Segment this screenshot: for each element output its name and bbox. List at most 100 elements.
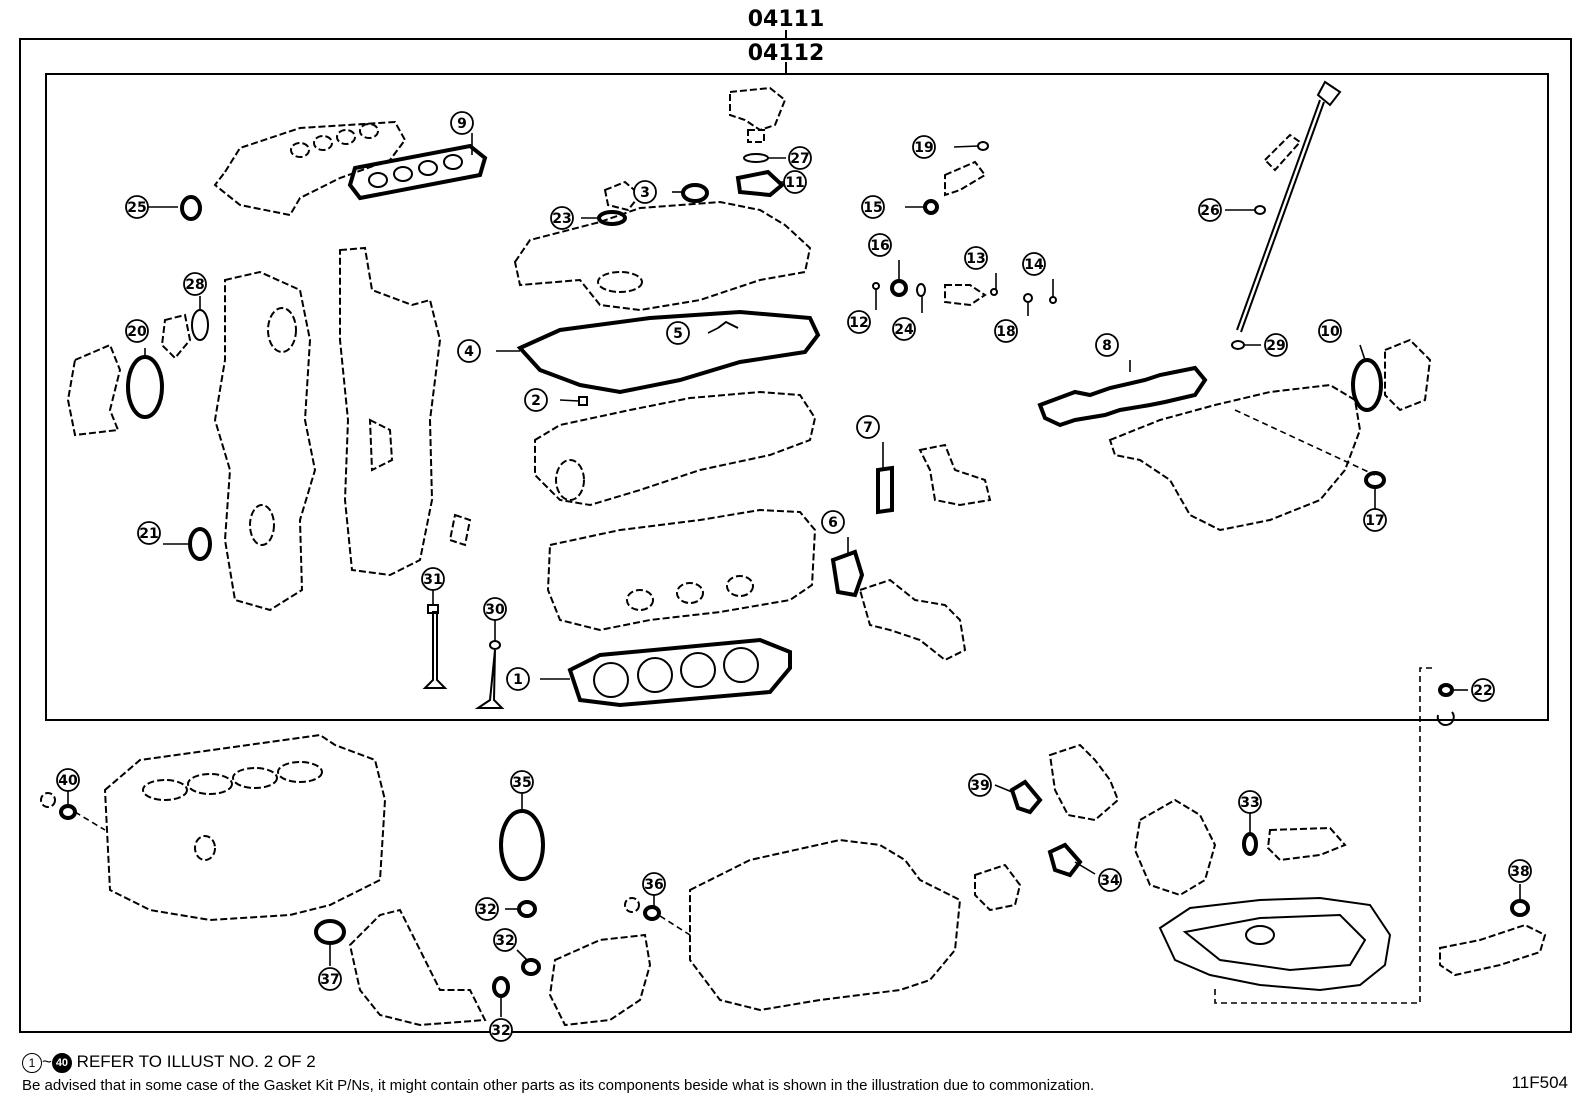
callout-circle xyxy=(666,321,690,345)
callout-9: 9 xyxy=(450,111,474,135)
callout-circle xyxy=(489,1018,513,1042)
callout-13: 13 xyxy=(964,246,988,270)
callout-circle xyxy=(1318,319,1342,343)
callout-number: 21 xyxy=(139,526,158,542)
callout-circle xyxy=(1508,859,1532,883)
callout-number: 32 xyxy=(477,902,496,918)
callout-10: 10 xyxy=(1318,319,1342,343)
callout-number: 32 xyxy=(491,1023,510,1039)
callout-11: 11 xyxy=(783,170,807,194)
callout-7: 7 xyxy=(856,415,880,439)
callout-number: 38 xyxy=(1510,864,1529,880)
callout-circle xyxy=(912,135,936,159)
callout-circle xyxy=(183,272,207,296)
callout-27: 27 xyxy=(788,146,812,170)
callout-28: 28 xyxy=(183,272,207,296)
outer-kit-frame xyxy=(19,38,1572,1033)
callout-number: 23 xyxy=(552,211,571,227)
callout-21: 21 xyxy=(137,521,161,545)
callout-number: 18 xyxy=(996,324,1015,340)
callout-36: 36 xyxy=(642,872,666,896)
callout-number: 4 xyxy=(464,344,474,360)
callout-circle xyxy=(318,967,342,991)
callout-number: 22 xyxy=(1473,683,1492,699)
callout-33: 33 xyxy=(1238,790,1262,814)
callout-circle xyxy=(861,195,885,219)
callout-4: 4 xyxy=(457,339,481,363)
callout-37: 37 xyxy=(318,967,342,991)
callout-number: 37 xyxy=(320,972,339,988)
callout-number: 6 xyxy=(828,515,838,531)
callout-32: 32 xyxy=(489,1018,513,1042)
callout-20: 20 xyxy=(125,319,149,343)
callout-circle xyxy=(125,319,149,343)
callout-number: 34 xyxy=(1100,873,1120,889)
callout-range-end: 40 xyxy=(51,1052,72,1073)
callout-15: 15 xyxy=(861,195,885,219)
callout-circle xyxy=(483,597,507,621)
callout-circle xyxy=(994,319,1018,343)
callout-number: 20 xyxy=(127,324,147,340)
leader-lines-lower xyxy=(67,784,1521,1017)
callout-circle xyxy=(524,388,548,412)
callout-circle xyxy=(1098,868,1122,892)
callout-circle xyxy=(783,170,807,194)
callout-5: 5 xyxy=(666,321,690,345)
callout-number: 16 xyxy=(870,238,889,254)
inner-kit-frame xyxy=(45,73,1549,721)
callout-number: 3 xyxy=(640,185,650,201)
callout-circle xyxy=(506,667,530,691)
callout-number: 25 xyxy=(127,200,146,216)
callout-26: 26 xyxy=(1198,198,1222,222)
gasket-kit-exploded-diagram: 04111 04112 xyxy=(19,7,1572,1042)
callout-25: 25 xyxy=(125,195,149,219)
callout-circle xyxy=(56,768,80,792)
callout-number: 30 xyxy=(485,602,505,618)
callout-circle xyxy=(450,111,474,135)
callout-number: 26 xyxy=(1200,203,1219,219)
callout-circle xyxy=(510,770,534,794)
callout-circle xyxy=(892,317,916,341)
callout-40: 40 xyxy=(56,768,80,792)
callout-circle xyxy=(137,521,161,545)
callout-number: 15 xyxy=(863,200,882,216)
callout-24: 24 xyxy=(892,317,916,341)
callout-circle xyxy=(633,180,657,204)
callout-circle xyxy=(421,567,445,591)
callout-number: 40 xyxy=(58,773,78,789)
callout-number: 35 xyxy=(512,775,531,791)
callout-19: 19 xyxy=(912,135,936,159)
callout-38: 38 xyxy=(1508,859,1532,883)
callout-circle xyxy=(457,339,481,363)
callout-number: 17 xyxy=(1365,513,1384,529)
callout-12: 12 xyxy=(847,310,871,334)
kit-number-04112: 04112 xyxy=(748,41,825,66)
callout-circle xyxy=(847,310,871,334)
callout-22: 22 xyxy=(1471,678,1495,702)
callout-number: 5 xyxy=(673,326,683,342)
callout-circle xyxy=(821,510,845,534)
callout-35: 35 xyxy=(510,770,534,794)
callout-17: 17 xyxy=(1363,508,1387,532)
callout-number: 1 xyxy=(513,672,523,688)
callout-32: 32 xyxy=(475,897,499,921)
callout-number: 9 xyxy=(457,116,467,132)
leader-lines xyxy=(144,133,1468,691)
callout-number: 2 xyxy=(531,393,541,409)
callout-3: 3 xyxy=(633,180,657,204)
callout-number: 8 xyxy=(1102,338,1112,354)
callout-circle xyxy=(550,206,574,230)
callout-number: 11 xyxy=(785,175,804,191)
callout-39: 39 xyxy=(968,773,992,797)
refer-illustration-text: REFER TO ILLUST NO. 2 OF 2 xyxy=(76,1052,316,1071)
callout-circle xyxy=(1264,333,1288,357)
callout-14: 14 xyxy=(1022,252,1046,276)
callout-number: 32 xyxy=(495,933,514,949)
callout-34: 34 xyxy=(1098,868,1122,892)
callout-number: 28 xyxy=(185,277,204,293)
callout-number: 29 xyxy=(1266,338,1285,354)
callout-1: 1 xyxy=(506,667,530,691)
callout-number: 14 xyxy=(1024,257,1044,273)
callout-circle xyxy=(964,246,988,270)
